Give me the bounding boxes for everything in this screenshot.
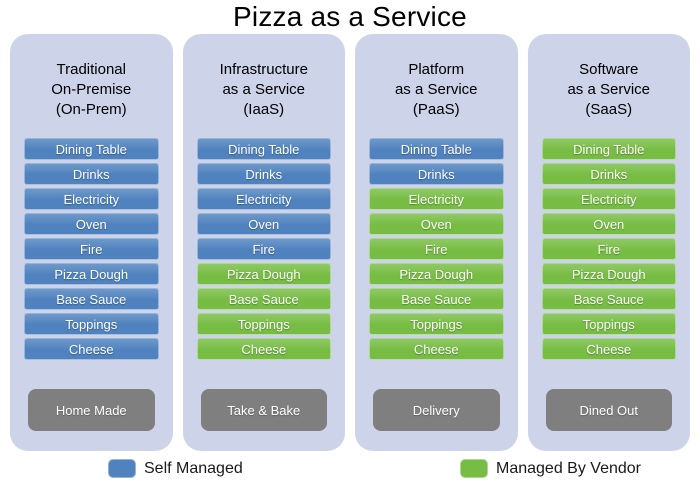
- service-mode-label: Delivery: [373, 389, 500, 431]
- column-header-saas: Software as a Service (SaaS): [544, 60, 675, 120]
- layer-toppings: Toppings: [196, 313, 331, 335]
- layer-drinks: Drinks: [196, 163, 331, 185]
- layer-drinks: Drinks: [24, 163, 159, 185]
- self-managed-swatch-icon: [108, 459, 136, 478]
- layer-drinks: Drinks: [369, 163, 504, 185]
- layer-electricity: Electricity: [369, 188, 504, 210]
- column-header-on-prem: Traditional On-Premise (On-Prem): [26, 60, 157, 120]
- legend-label: Managed By Vendor: [496, 459, 641, 477]
- layer-oven: Oven: [24, 213, 159, 235]
- layer-cheese: Cheese: [196, 338, 331, 360]
- column-saas: Software as a Service (SaaS) Dining Tabl…: [527, 34, 690, 451]
- legend-item-managed-by-vendor: Managed By Vendor: [460, 459, 641, 478]
- layer-base-sauce: Base Sauce: [196, 288, 331, 310]
- header-line: Software: [579, 61, 639, 78]
- layer-oven: Oven: [541, 213, 676, 235]
- header-line: (PaaS): [412, 101, 460, 118]
- layer-stack: Dining Table Drinks Electricity Oven Fir…: [369, 138, 504, 360]
- header-line: Infrastructure: [219, 61, 308, 78]
- header-line: On-Premise: [51, 81, 132, 98]
- service-mode-label: Home Made: [28, 389, 155, 431]
- header-line: (SaaS): [585, 101, 633, 118]
- layer-toppings: Toppings: [369, 313, 504, 335]
- layer-electricity: Electricity: [24, 188, 159, 210]
- layer-base-sauce: Base Sauce: [541, 288, 676, 310]
- service-mode-label: Take & Bake: [200, 389, 327, 431]
- layer-stack: Dining Table Drinks Electricity Oven Fir…: [541, 138, 676, 360]
- header-line: as a Service: [222, 81, 306, 98]
- legend-label: Self Managed: [144, 459, 243, 477]
- layer-dining-table: Dining Table: [196, 138, 331, 160]
- layer-pizza-dough: Pizza Dough: [369, 263, 504, 285]
- legend-item-self-managed: Self Managed: [108, 459, 243, 478]
- layer-cheese: Cheese: [24, 338, 159, 360]
- header-line: (IaaS): [243, 101, 285, 118]
- service-mode-label: Dined Out: [545, 389, 672, 431]
- layer-toppings: Toppings: [24, 313, 159, 335]
- layer-pizza-dough: Pizza Dough: [541, 263, 676, 285]
- column-on-prem: Traditional On-Premise (On-Prem) Dining …: [10, 34, 173, 451]
- service-columns: Traditional On-Premise (On-Prem) Dining …: [0, 34, 700, 451]
- layer-stack: Dining Table Drinks Electricity Oven Fir…: [196, 138, 331, 360]
- page-title: Pizza as a Service: [233, 1, 467, 32]
- column-paas: Platform as a Service (PaaS) Dining Tabl…: [355, 34, 518, 451]
- layer-oven: Oven: [369, 213, 504, 235]
- header-line: as a Service: [567, 81, 651, 98]
- layer-dining-table: Dining Table: [24, 138, 159, 160]
- layer-cheese: Cheese: [369, 338, 504, 360]
- header-line: (On-Prem): [55, 101, 127, 118]
- column-header-iaas: Infrastructure as a Service (IaaS): [199, 60, 330, 120]
- layer-toppings: Toppings: [541, 313, 676, 335]
- column-header-paas: Platform as a Service (PaaS): [371, 60, 502, 120]
- vendor-managed-swatch-icon: [460, 459, 488, 478]
- layer-base-sauce: Base Sauce: [24, 288, 159, 310]
- layer-oven: Oven: [196, 213, 331, 235]
- layer-base-sauce: Base Sauce: [369, 288, 504, 310]
- layer-dining-table: Dining Table: [541, 138, 676, 160]
- layer-fire: Fire: [196, 238, 331, 260]
- layer-pizza-dough: Pizza Dough: [24, 263, 159, 285]
- layer-stack: Dining Table Drinks Electricity Oven Fir…: [24, 138, 159, 360]
- header-line: as a Service: [394, 81, 478, 98]
- layer-drinks: Drinks: [541, 163, 676, 185]
- layer-electricity: Electricity: [196, 188, 331, 210]
- layer-pizza-dough: Pizza Dough: [196, 263, 331, 285]
- legend: Self Managed Managed By Vendor: [0, 459, 700, 481]
- header-line: Traditional: [56, 61, 126, 78]
- layer-electricity: Electricity: [541, 188, 676, 210]
- layer-fire: Fire: [541, 238, 676, 260]
- layer-fire: Fire: [24, 238, 159, 260]
- layer-fire: Fire: [369, 238, 504, 260]
- layer-dining-table: Dining Table: [369, 138, 504, 160]
- layer-cheese: Cheese: [541, 338, 676, 360]
- header-line: Platform: [408, 61, 465, 78]
- column-iaas: Infrastructure as a Service (IaaS) Dinin…: [182, 34, 345, 451]
